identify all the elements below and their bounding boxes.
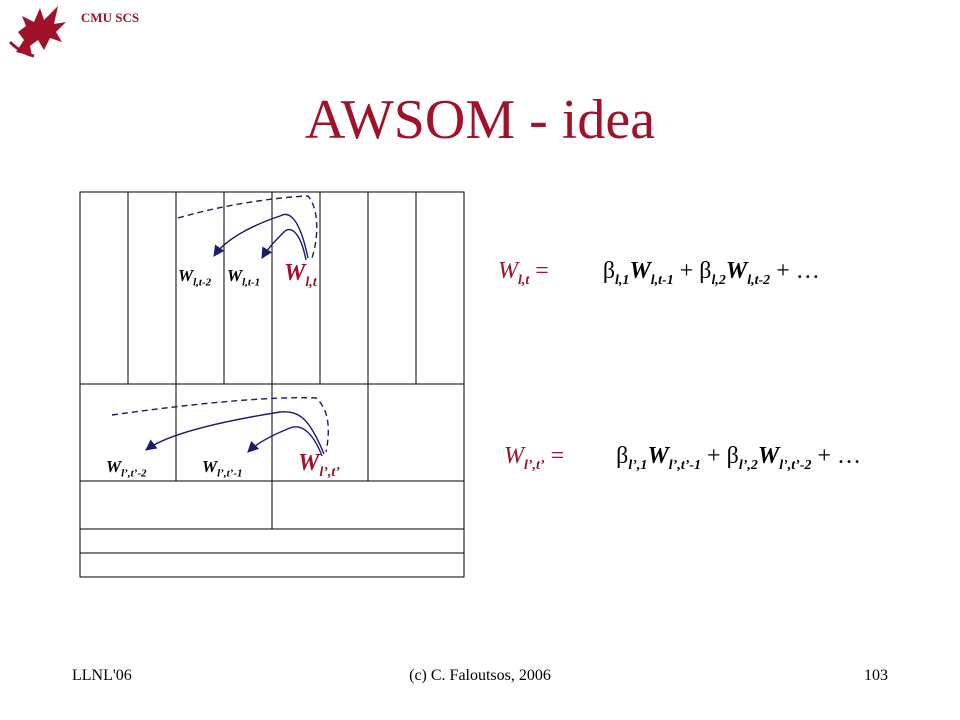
label-w-lp-tp-1: Wl’,t’-1 [202,457,243,480]
arrow-bottom-long [145,411,325,455]
equation-level-l: Wl,t = βl,1Wl,t-1 + βl,2Wl,t-2 + … [498,258,820,288]
arrow-top-long [213,213,309,259]
arrow-top-dashed [177,195,318,259]
slide-title: AWSOM - idea [304,89,656,151]
eq1-w2: Wl,t-2 [725,258,771,288]
header-label: CMU SCS [80,10,140,25]
footer-left: LLNL'06 [72,667,132,684]
eq1-w1: Wl,t-1 [629,258,674,288]
eq2-w1: Wl’,t’-1 [647,443,702,473]
label-w-l-t-2: Wl,t-2 [178,266,212,289]
eq1-lhs: Wl,t = [498,258,549,288]
footer-center: (c) C. Faloutsos, 2006 [409,667,551,684]
footer-page-number: 103 [864,667,888,684]
label-w-lp-tp: Wl’,t’ [298,450,340,480]
eq2-beta1: βl’,1 [616,443,648,473]
arrow-bottom-dashed [111,397,329,453]
eq2-w2: Wl’,t’-2 [757,443,812,473]
eq1-beta1: βl,1 [602,258,630,288]
grid-lines [79,191,465,578]
eq2-beta2: βl’,2 [726,443,758,473]
equation-level-l-prime: Wl’,t’ = βl’,1Wl’,t’-1 + βl’,2Wl’,t’-2 +… [504,443,862,473]
label-w-l-t-1: Wl,t-1 [227,266,261,289]
arrow-top-short [261,228,307,261]
arrow-bottom-short [247,426,323,457]
label-w-lp-tp-2: Wl’,t’-2 [106,457,147,480]
eq2-lhs: Wl’,t’ = [504,443,565,473]
eq1-beta2: βl,2 [699,258,726,288]
cmu-dragon-logo-icon [8,6,66,58]
label-w-l-t: Wl,t [284,260,317,290]
